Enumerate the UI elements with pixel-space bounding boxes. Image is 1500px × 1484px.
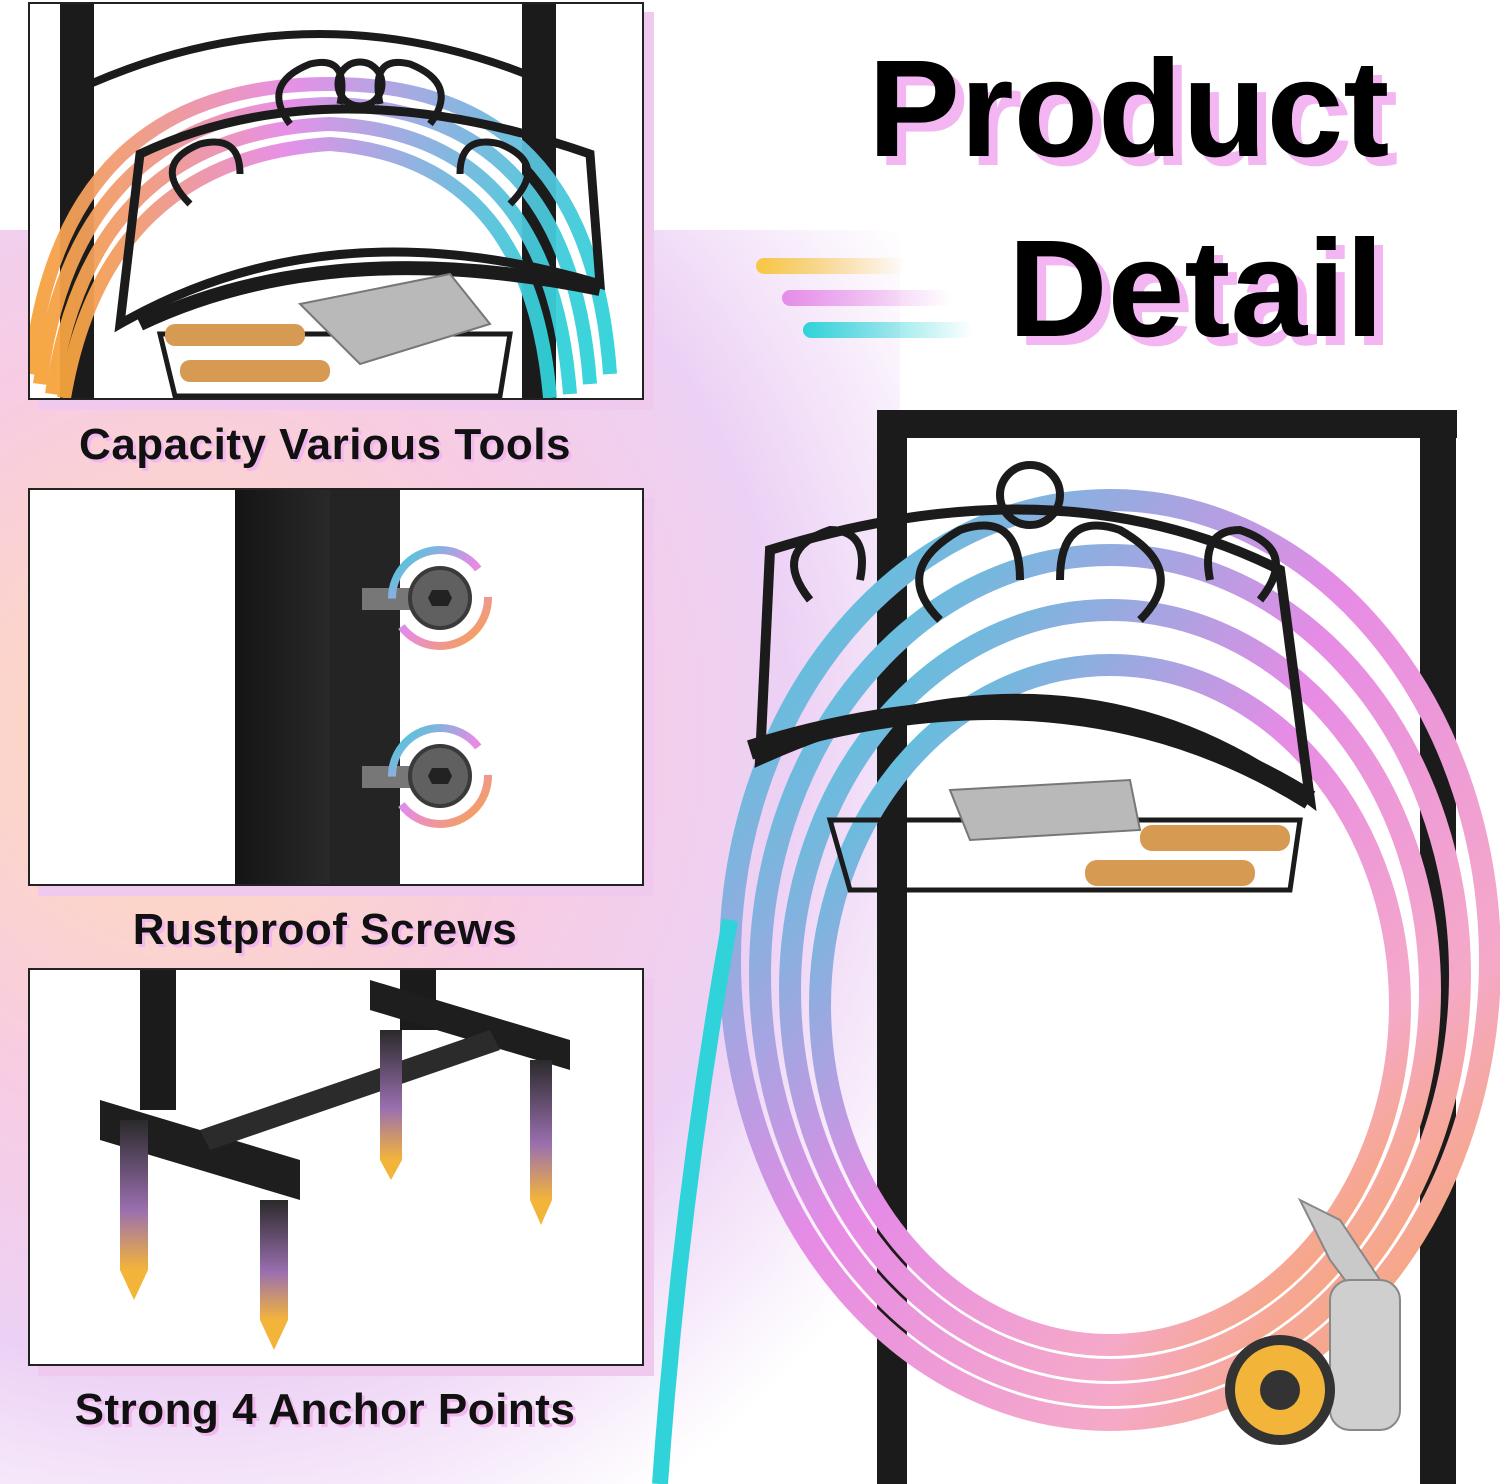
hose-holder-basket-illustration <box>30 4 617 398</box>
title-line-1: Product <box>868 32 1390 186</box>
panel-tools-basket <box>28 2 644 400</box>
main-product-image <box>640 400 1500 1484</box>
screws-illustration <box>235 490 492 884</box>
stripe-pink <box>782 290 952 306</box>
caption-tools: Capacity Various Tools <box>79 420 571 469</box>
anchor-base-illustration <box>100 970 570 1350</box>
panel-screws <box>28 488 644 886</box>
caption-screws: Rustproof Screws <box>132 905 518 954</box>
stripe-cyan <box>803 322 973 338</box>
hose-holder-illustration <box>652 410 1500 1484</box>
stripe-yellow <box>756 258 906 274</box>
panel-anchors <box>28 968 644 1366</box>
title-line-2: Detail <box>1008 212 1384 366</box>
caption-anchors: Strong 4 Anchor Points <box>74 1385 576 1434</box>
